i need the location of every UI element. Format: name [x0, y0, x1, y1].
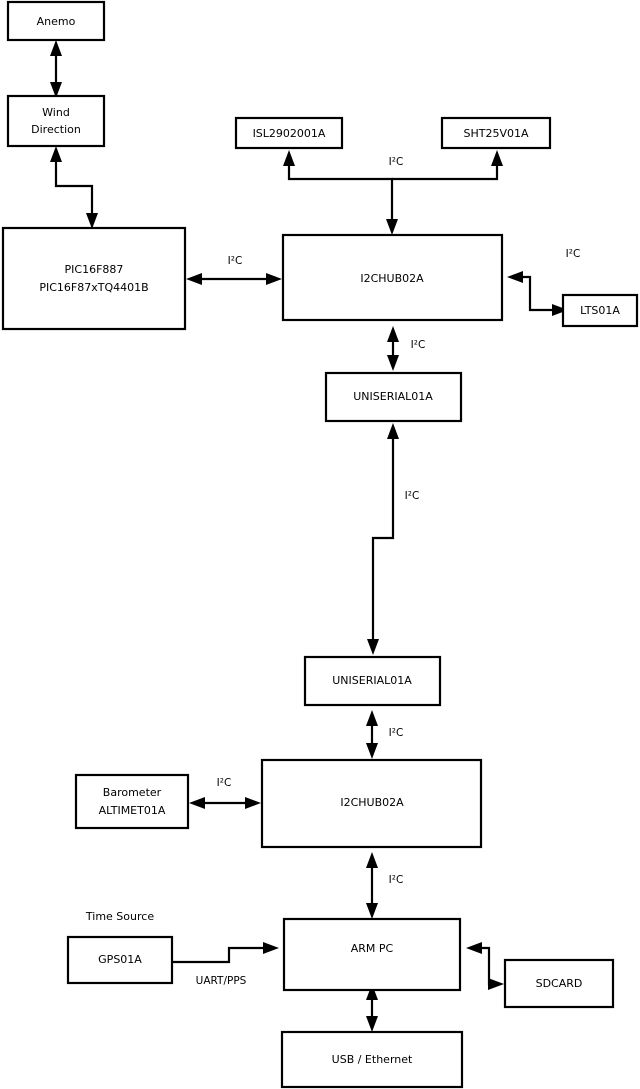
edge-uniserial-to-uniserial: I²C [367, 423, 419, 655]
node-i2chub02a-bottom[interactable]: I2CHUB02A [260, 758, 483, 849]
arrowhead-down [86, 213, 98, 229]
edge-pic-to-wind-direction [50, 146, 98, 229]
arrowhead-left [466, 942, 482, 954]
label-time-source: Time Source [85, 910, 154, 923]
edge-hub-to-lts: I²C [507, 248, 580, 316]
node-label-barometer-line2: ALTIMET01A [99, 804, 166, 817]
edge-anemo-wind-direction [50, 40, 62, 98]
node-label-pic-line1: PIC16F887 [65, 263, 124, 276]
arrowhead-left [189, 797, 205, 809]
node-label-hub-top: I2CHUB02A [360, 272, 424, 285]
arrowhead-right [266, 273, 282, 285]
edge-label-hub-lts: I²C [566, 248, 581, 260]
arrowhead-up [366, 710, 378, 726]
arrowhead-down [367, 639, 379, 655]
node-wind-direction[interactable]: Wind Direction [6, 94, 106, 148]
edge-uniserial-to-hub-bottom: I²C [366, 710, 403, 759]
arrowhead-down [366, 903, 378, 919]
node-label-anemo: Anemo [37, 15, 76, 28]
edge-gps-to-arm: UART/PPS [172, 942, 279, 987]
node-label-sht: SHT25V01A [463, 127, 528, 140]
node-gps01a[interactable]: GPS01A [66, 935, 174, 985]
node-uniserial01a-bottom[interactable]: UNISERIAL01A [303, 655, 442, 707]
node-sht25v01a[interactable]: SHT25V01A [440, 116, 552, 150]
arrowhead-down [50, 82, 62, 98]
node-label-wind-direction-line1: Wind [42, 106, 70, 119]
edge-label-gps-arm: UART/PPS [196, 975, 247, 987]
arrowhead-down [386, 219, 398, 235]
node-label-usb-ethernet: USB / Ethernet [332, 1053, 413, 1066]
node-label-uniserial-top: UNISERIAL01A [353, 390, 433, 403]
node-isl2902001a[interactable]: ISL2902001A [234, 116, 344, 150]
arrowhead-right [263, 942, 279, 954]
edge-label-barometer-hub: I²C [217, 777, 232, 789]
arrowhead-up [366, 984, 378, 1000]
arrowhead-up-isl [283, 150, 295, 166]
edge-pic-to-hub-top: I²C [186, 255, 282, 285]
node-label-barometer-line1: Barometer [103, 786, 162, 799]
edge-label-hub-sensors: I²C [389, 156, 404, 168]
arrowhead-left [186, 273, 202, 285]
node-label-wind-direction-line2: Direction [31, 123, 81, 136]
arrowhead-up [366, 852, 378, 868]
arrowhead-right [552, 304, 568, 316]
edge-hub-to-uniserial-top: I²C [387, 326, 425, 371]
node-label-pic-line2: PIC16F87xTQ4401B [39, 281, 148, 294]
edge-label-pic-hub: I²C [228, 255, 243, 267]
node-sdcard[interactable]: SDCARD [503, 958, 615, 1009]
edge-arm-to-usb-ethernet [366, 984, 378, 1032]
node-label-hub-bottom: I2CHUB02A [340, 796, 404, 809]
node-label-isl: ISL2902001A [253, 127, 326, 140]
edge-hub-bottom-to-arm: I²C [366, 852, 403, 919]
arrowhead-down [366, 1016, 378, 1032]
node-label-uniserial-bottom: UNISERIAL01A [332, 674, 412, 687]
edge-label-hub-arm: I²C [389, 874, 404, 886]
edge-barometer-to-hub-bottom: I²C [189, 777, 261, 809]
node-label-arm-pc: ARM PC [351, 942, 394, 955]
node-label-sdcard: SDCARD [536, 977, 583, 990]
node-label-lts: LTS01A [580, 304, 620, 317]
arrowhead-right [245, 797, 261, 809]
arrowhead-up [387, 326, 399, 342]
node-anemo[interactable]: Anemo [6, 0, 106, 42]
arrowhead-up [50, 40, 62, 56]
edge-label-uniserial-hub-bottom: I²C [389, 727, 404, 739]
node-arm-pc[interactable]: ARM PC [282, 917, 462, 992]
node-uniserial01a-top[interactable]: UNISERIAL01A [324, 371, 463, 423]
edge-arm-to-sdcard [466, 942, 504, 990]
node-label-gps: GPS01A [98, 953, 142, 966]
edge-label-uniserial-uniserial: I²C [405, 490, 420, 502]
node-i2chub02a-top[interactable]: I2CHUB02A [281, 233, 504, 322]
node-lts01a[interactable]: LTS01A [561, 293, 639, 328]
edge-label-hub-uniserial: I²C [411, 339, 426, 351]
arrowhead-up [387, 423, 399, 439]
arrowhead-left [507, 271, 523, 283]
arrowhead-right [488, 978, 504, 990]
arrowhead-up [50, 146, 62, 162]
edge-hub-to-sensors: I²C [283, 150, 503, 235]
arrowhead-down [387, 355, 399, 371]
arrowhead-up-sht [491, 150, 503, 166]
node-usb-ethernet[interactable]: USB / Ethernet [280, 1030, 464, 1089]
arrowhead-down [366, 743, 378, 759]
node-pic-microcontroller[interactable]: PIC16F887 PIC16F87xTQ4401B [1, 226, 187, 331]
node-barometer-altimet01a[interactable]: Barometer ALTIMET01A [74, 773, 190, 830]
